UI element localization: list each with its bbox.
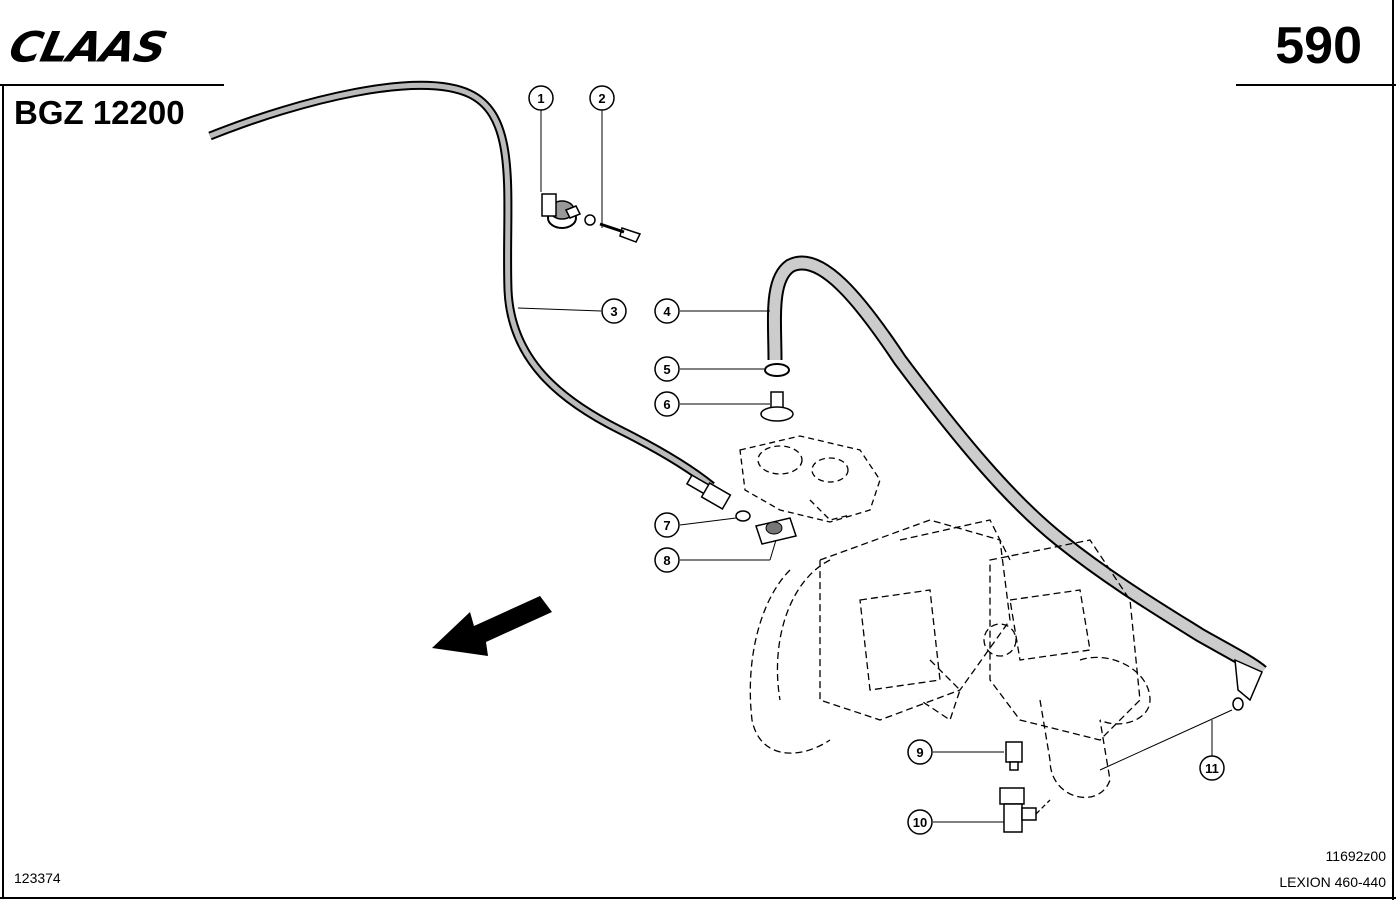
- svg-text:6: 6: [663, 397, 670, 412]
- auxiliary-pump: [739, 435, 881, 523]
- part-2-bolt: [564, 205, 642, 243]
- frame-right-border: [1392, 0, 1394, 900]
- svg-text:5: 5: [663, 362, 670, 377]
- svg-text:9: 9: [916, 745, 923, 760]
- svg-text:1: 1: [537, 91, 544, 106]
- part-6-fitting: [760, 391, 794, 422]
- callout-6: 6: [654, 391, 680, 417]
- header-rule-right: [1236, 84, 1396, 86]
- model-label: LEXION 460-440: [1279, 874, 1386, 890]
- svg-text:7: 7: [663, 518, 670, 533]
- sheet-number: 590: [1275, 17, 1362, 75]
- svg-text:8: 8: [663, 553, 670, 568]
- drawing-id: 11692z00: [1325, 848, 1386, 864]
- callout-1: 1: [528, 85, 554, 111]
- part-8-flange: [755, 517, 797, 545]
- callout-7: 7: [654, 512, 680, 538]
- group-code: BGZ 12200: [14, 94, 185, 131]
- hose-4: [766, 255, 1267, 702]
- frame-left-border: [2, 86, 4, 898]
- figure-id: 123374: [14, 870, 61, 886]
- header-rule-left: [0, 84, 224, 86]
- svg-text:3: 3: [610, 304, 617, 319]
- callout-9: 9: [907, 739, 933, 765]
- part-5-hose-clamp: [764, 363, 790, 377]
- svg-text:10: 10: [913, 815, 927, 830]
- part-9-fitting: [1005, 741, 1023, 771]
- callout-5: 5: [654, 356, 680, 382]
- part-11-connector-line: [1099, 709, 1233, 771]
- part-11-o-ring: [1232, 697, 1244, 711]
- callout-2: 2: [589, 85, 615, 111]
- callout-leaders: [517, 110, 1213, 823]
- part-7-o-ring: [735, 510, 751, 522]
- callout-8: 8: [654, 547, 680, 573]
- svg-text:2: 2: [598, 91, 605, 106]
- callout-10: 10: [907, 809, 933, 835]
- direction-arrow: [432, 596, 552, 656]
- frame-bottom-border: [0, 897, 1396, 899]
- callout-4: 4: [654, 298, 680, 324]
- svg-text:4: 4: [663, 304, 671, 319]
- callout-3: 3: [601, 298, 627, 324]
- hose-3: [208, 80, 732, 510]
- callout-11: 11: [1199, 755, 1225, 781]
- part-10-tee-fitting: [999, 787, 1051, 833]
- svg-text:11: 11: [1205, 761, 1219, 776]
- engine-assembly: [749, 519, 1151, 799]
